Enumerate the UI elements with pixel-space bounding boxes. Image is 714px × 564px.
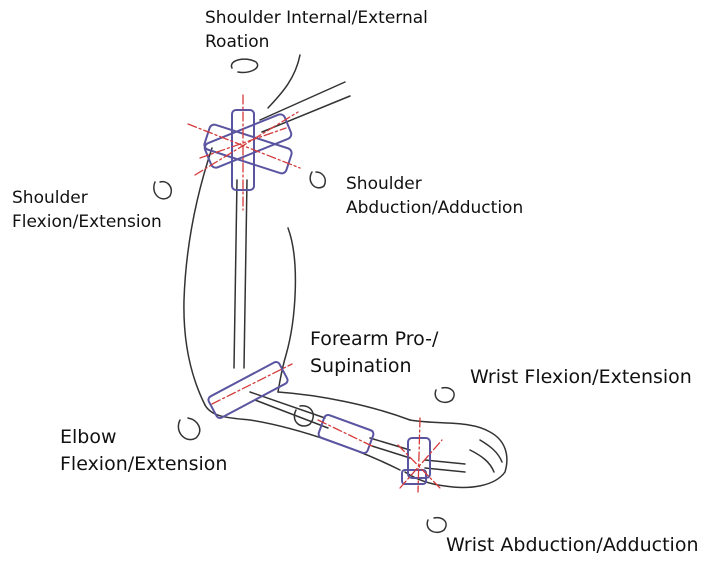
- wrist-axis-vertical: [418, 418, 420, 492]
- label-shoulder-abduction: Shoulder Abduction/Adduction: [346, 172, 523, 220]
- label-shoulder-flexion-line2: Flexion/Extension: [12, 210, 162, 234]
- label-shoulder-flexion: Shoulder Flexion/Extension: [12, 186, 162, 234]
- label-elbow-line2: Flexion/Extension: [60, 451, 227, 478]
- label-forearm-line1: Forearm Pro-/: [310, 326, 438, 353]
- upper-arm-back-outline: [184, 148, 212, 405]
- shoulder-axis-b: [195, 112, 298, 175]
- elbow-joint: [207, 361, 289, 420]
- label-shoulder-abduction-line1: Shoulder: [346, 172, 523, 196]
- label-shoulder-abduction-line2: Abduction/Adduction: [346, 196, 523, 220]
- label-elbow-line1: Elbow: [60, 424, 227, 451]
- label-wrist-abduction: Wrist Abduction/Adduction: [446, 532, 698, 559]
- finger-lines: [470, 440, 502, 472]
- label-forearm: Forearm Pro-/ Supination: [310, 326, 438, 380]
- shoulder-bar: [260, 82, 350, 132]
- label-forearm-line2: Supination: [310, 353, 438, 380]
- label-elbow: Elbow Flexion/Extension: [60, 424, 227, 478]
- label-wrist-flexion-line1: Wrist Flexion/Extension: [470, 364, 692, 391]
- label-wrist-abduction-line1: Wrist Abduction/Adduction: [446, 532, 698, 559]
- label-shoulder-rotation-line1: Shoulder Internal/External: [205, 6, 428, 30]
- label-shoulder-rotation: Shoulder Internal/External Roation: [205, 6, 428, 54]
- rotation-arrow-shoulder-abduction: [310, 172, 325, 188]
- rotation-arrow-wrist-flexion: [435, 388, 454, 403]
- upper-arm-rod: [234, 180, 247, 368]
- rotation-arrow-shoulder-internal: [231, 59, 257, 72]
- label-shoulder-rotation-line2: Roation: [205, 30, 428, 54]
- forearm-axis: [318, 420, 372, 446]
- label-shoulder-flexion-line1: Shoulder: [12, 186, 162, 210]
- label-wrist-flexion: Wrist Flexion/Extension: [470, 364, 692, 391]
- rotation-arrow-wrist-abduction: [427, 518, 446, 533]
- upper-arm-outline: [268, 55, 300, 108]
- forearm-rod-lower: [370, 438, 410, 458]
